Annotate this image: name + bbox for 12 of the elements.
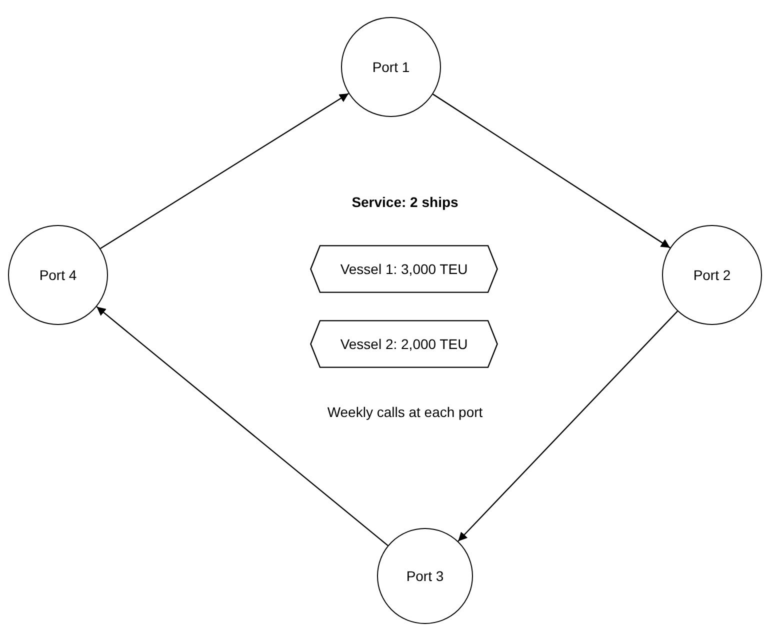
- vessel-label: Vessel 1: 3,000 TEU: [340, 261, 468, 277]
- port-label: Port 4: [39, 267, 77, 283]
- port-label: Port 1: [372, 59, 410, 75]
- arrow: [96, 306, 388, 546]
- port-label: Port 3: [406, 568, 444, 584]
- port-label: Port 2: [693, 267, 731, 283]
- service-heading: Service: 2 ships: [352, 194, 458, 210]
- arrow: [100, 92, 349, 250]
- vessel-label: Vessel 2: 2,000 TEU: [340, 336, 468, 352]
- note-text: Weekly calls at each port: [327, 404, 483, 420]
- arrow: [458, 310, 678, 542]
- arrow: [432, 94, 670, 248]
